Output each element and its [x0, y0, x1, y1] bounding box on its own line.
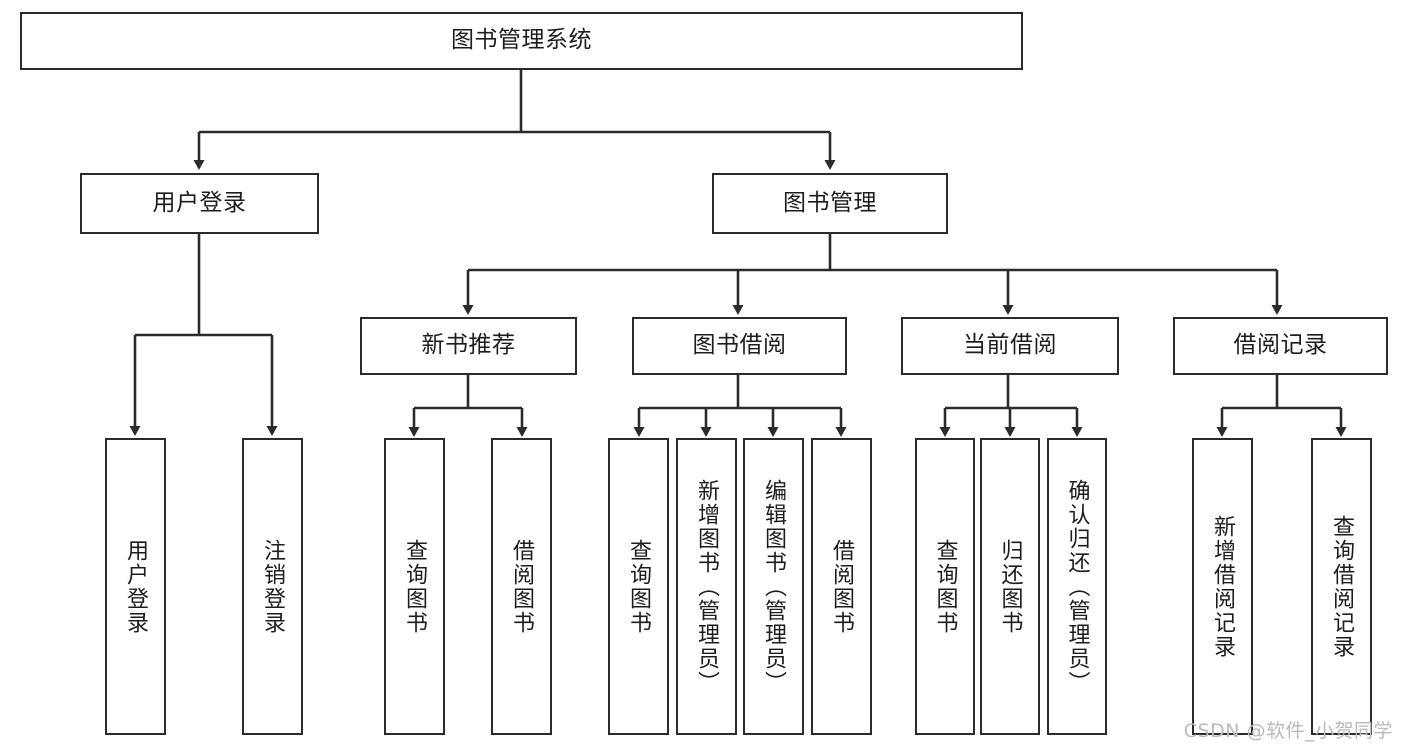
- node-root[interactable]: 图书管理系统: [20, 12, 1023, 70]
- leaf-edit-book[interactable]: 编辑图书（管理员）: [743, 438, 804, 735]
- leaf-logout-login-label: 注销登录: [260, 538, 286, 635]
- leaf-logout-login[interactable]: 注销登录: [242, 438, 303, 735]
- leaf-query-book-1-label: 查询图书: [402, 538, 428, 635]
- leaf-query-record-label: 查询借阅记录: [1329, 514, 1355, 659]
- node-current-borrow[interactable]: 当前借阅: [901, 317, 1119, 375]
- node-book-manage-label: 图书管理: [783, 189, 877, 216]
- leaf-borrow-book-1-label: 借阅图书: [509, 538, 535, 635]
- node-root-label: 图书管理系统: [451, 27, 592, 54]
- leaf-borrow-book-1[interactable]: 借阅图书: [491, 438, 552, 735]
- leaf-add-book[interactable]: 新增图书（管理员）: [676, 438, 737, 735]
- node-new-book-recommend[interactable]: 新书推荐: [360, 317, 577, 375]
- node-user-login[interactable]: 用户登录: [80, 173, 319, 234]
- leaf-query-book-1[interactable]: 查询图书: [384, 438, 445, 735]
- leaf-query-book-2[interactable]: 查询图书: [608, 438, 669, 735]
- leaf-query-record[interactable]: 查询借阅记录: [1311, 438, 1372, 735]
- node-current-borrow-label: 当前借阅: [963, 332, 1057, 359]
- node-user-login-label: 用户登录: [152, 189, 247, 216]
- leaf-query-book-3-label: 查询图书: [932, 538, 958, 635]
- leaf-confirm-return-label: 确认归还（管理员）: [1064, 478, 1090, 695]
- leaf-user-login[interactable]: 用户登录: [105, 438, 166, 735]
- node-book-manage[interactable]: 图书管理: [712, 173, 948, 234]
- leaf-add-book-label: 新增图书（管理员）: [694, 478, 720, 695]
- leaf-add-record-label: 新增借阅记录: [1210, 514, 1236, 659]
- watermark: CSDN @软件_小贺同学: [1183, 720, 1393, 742]
- node-borrow-record[interactable]: 借阅记录: [1173, 317, 1388, 375]
- leaf-query-book-2-label: 查询图书: [626, 538, 652, 635]
- node-borrow-record-label: 借阅记录: [1233, 332, 1328, 359]
- leaf-borrow-book-2[interactable]: 借阅图书: [811, 438, 872, 735]
- leaf-query-book-3[interactable]: 查询图书: [915, 438, 975, 735]
- leaf-borrow-book-2-label: 借阅图书: [829, 538, 855, 635]
- leaf-add-record[interactable]: 新增借阅记录: [1192, 438, 1253, 735]
- leaf-return-book[interactable]: 归还图书: [980, 438, 1040, 735]
- leaf-edit-book-label: 编辑图书（管理员）: [761, 478, 787, 695]
- leaf-confirm-return[interactable]: 确认归还（管理员）: [1047, 438, 1107, 735]
- node-book-borrow-label: 图书借阅: [692, 332, 787, 359]
- leaf-user-login-label: 用户登录: [123, 538, 149, 635]
- leaf-return-book-label: 归还图书: [997, 538, 1023, 635]
- node-new-book-recommend-label: 新书推荐: [421, 332, 516, 359]
- node-book-borrow[interactable]: 图书借阅: [632, 317, 847, 375]
